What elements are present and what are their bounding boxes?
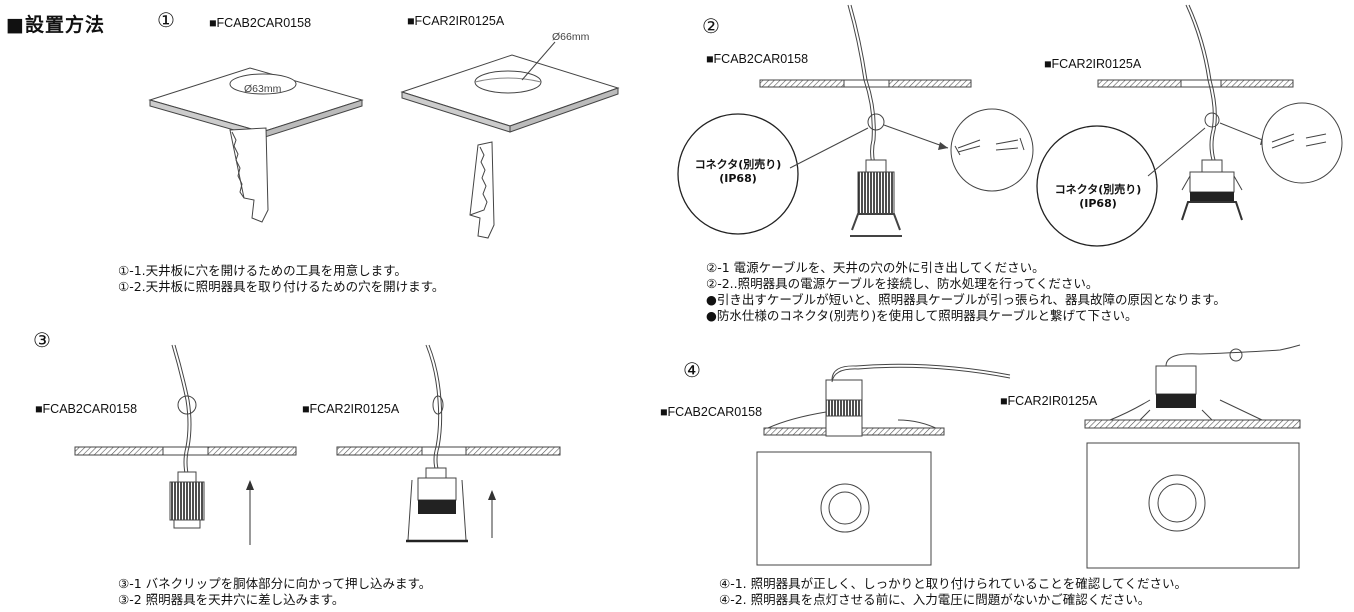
step2-connector-label-right: コネクタ(別売り) (IP68): [1036, 183, 1160, 211]
step2-connector-circle-left: [677, 113, 869, 235]
page-title: ■設置方法: [6, 14, 105, 36]
step2-detail-circle-left: [950, 108, 1034, 192]
step1-dim-left: Ø63mm: [244, 83, 282, 95]
step1-model-left: ■FCAB2CAR0158: [209, 16, 312, 30]
step3-number: ③: [33, 328, 51, 352]
step2-connector-circle-right: [1036, 125, 1206, 247]
step3-caption-1: ③-1 バネクリップを胴体部分に向かって押し込みます。: [118, 576, 432, 591]
step1-ceiling-panel-left: [148, 67, 364, 139]
step2-number: ②: [702, 14, 720, 38]
step3-model-right: ■FCAR2IR0125A: [302, 402, 400, 416]
step4-caption-1: ④-1. 照明器具が正しく、しっかりと取り付けられていることを確認してください。: [719, 576, 1187, 591]
step3-caption-2: ③-2 照明器具を天井穴に差し込みます。: [118, 592, 345, 607]
step2-fixture-right: [1181, 159, 1243, 221]
step3-right: [336, 344, 561, 543]
step4-caption-2: ④-2. 照明器具を点灯させる前に、入力電圧に問題がないかご確認ください。: [719, 592, 1151, 607]
connector-rating: (IP68): [1079, 197, 1117, 210]
step2-model-right: ■FCAR2IR0125A: [1044, 57, 1142, 71]
step1-ceiling-panel-right: [400, 41, 620, 133]
step1-caption-1: ①-1.天井板に穴を開けるための工具を用意します。: [118, 263, 407, 278]
step1-number: ①: [157, 8, 175, 32]
step1-hole-saw-left: [229, 127, 269, 223]
step2-ceiling-left: [759, 4, 972, 176]
step4-right: [1084, 344, 1301, 569]
step1-caption-2: ①-2.天井板に照明器具を取り付けるための穴を開けます。: [118, 279, 445, 294]
connector-rating: (IP68): [719, 172, 757, 185]
step2-detail-circle-right: [1261, 102, 1343, 184]
step2-ceiling-right: [1097, 4, 1294, 161]
step2-connector-label-left: コネクタ(別売り) (IP68): [676, 158, 800, 186]
step2-model-left: ■FCAB2CAR0158: [706, 52, 809, 66]
step2-caption-4: ●防水仕様のコネクタ(別売り)を使用して照明器具ケーブルと繋げて下さい。: [706, 308, 1138, 323]
step2-caption-1: ②-1 電源ケーブルを、天井の穴の外に引き出してください。: [706, 260, 1045, 275]
step2-caption-3: ●引き出すケーブルが短いと、照明器具ケーブルが引っ張られ、器具故障の原因となりま…: [706, 292, 1226, 307]
connector-name: コネクタ(別売り): [694, 158, 782, 171]
step1-model-right: ■FCAR2IR0125A: [407, 14, 505, 28]
step3-model-left: ■FCAB2CAR0158: [35, 402, 138, 416]
step4-number: ④: [683, 358, 701, 382]
step3-left: [74, 344, 297, 545]
step2-fixture-left: [850, 159, 902, 237]
step4-model-right: ■FCAR2IR0125A: [1000, 394, 1098, 408]
step1-dim-right: Ø66mm: [552, 31, 590, 43]
step4-left: [756, 363, 1011, 566]
step4-model-left: ■FCAB2CAR0158: [660, 405, 763, 419]
step2-caption-2: ②-2..照明器具の電源ケーブルを接続し、防水処理を行ってください。: [706, 276, 1099, 291]
connector-name: コネクタ(別売り): [1054, 183, 1142, 196]
step1-hole-saw-right: [469, 141, 495, 239]
